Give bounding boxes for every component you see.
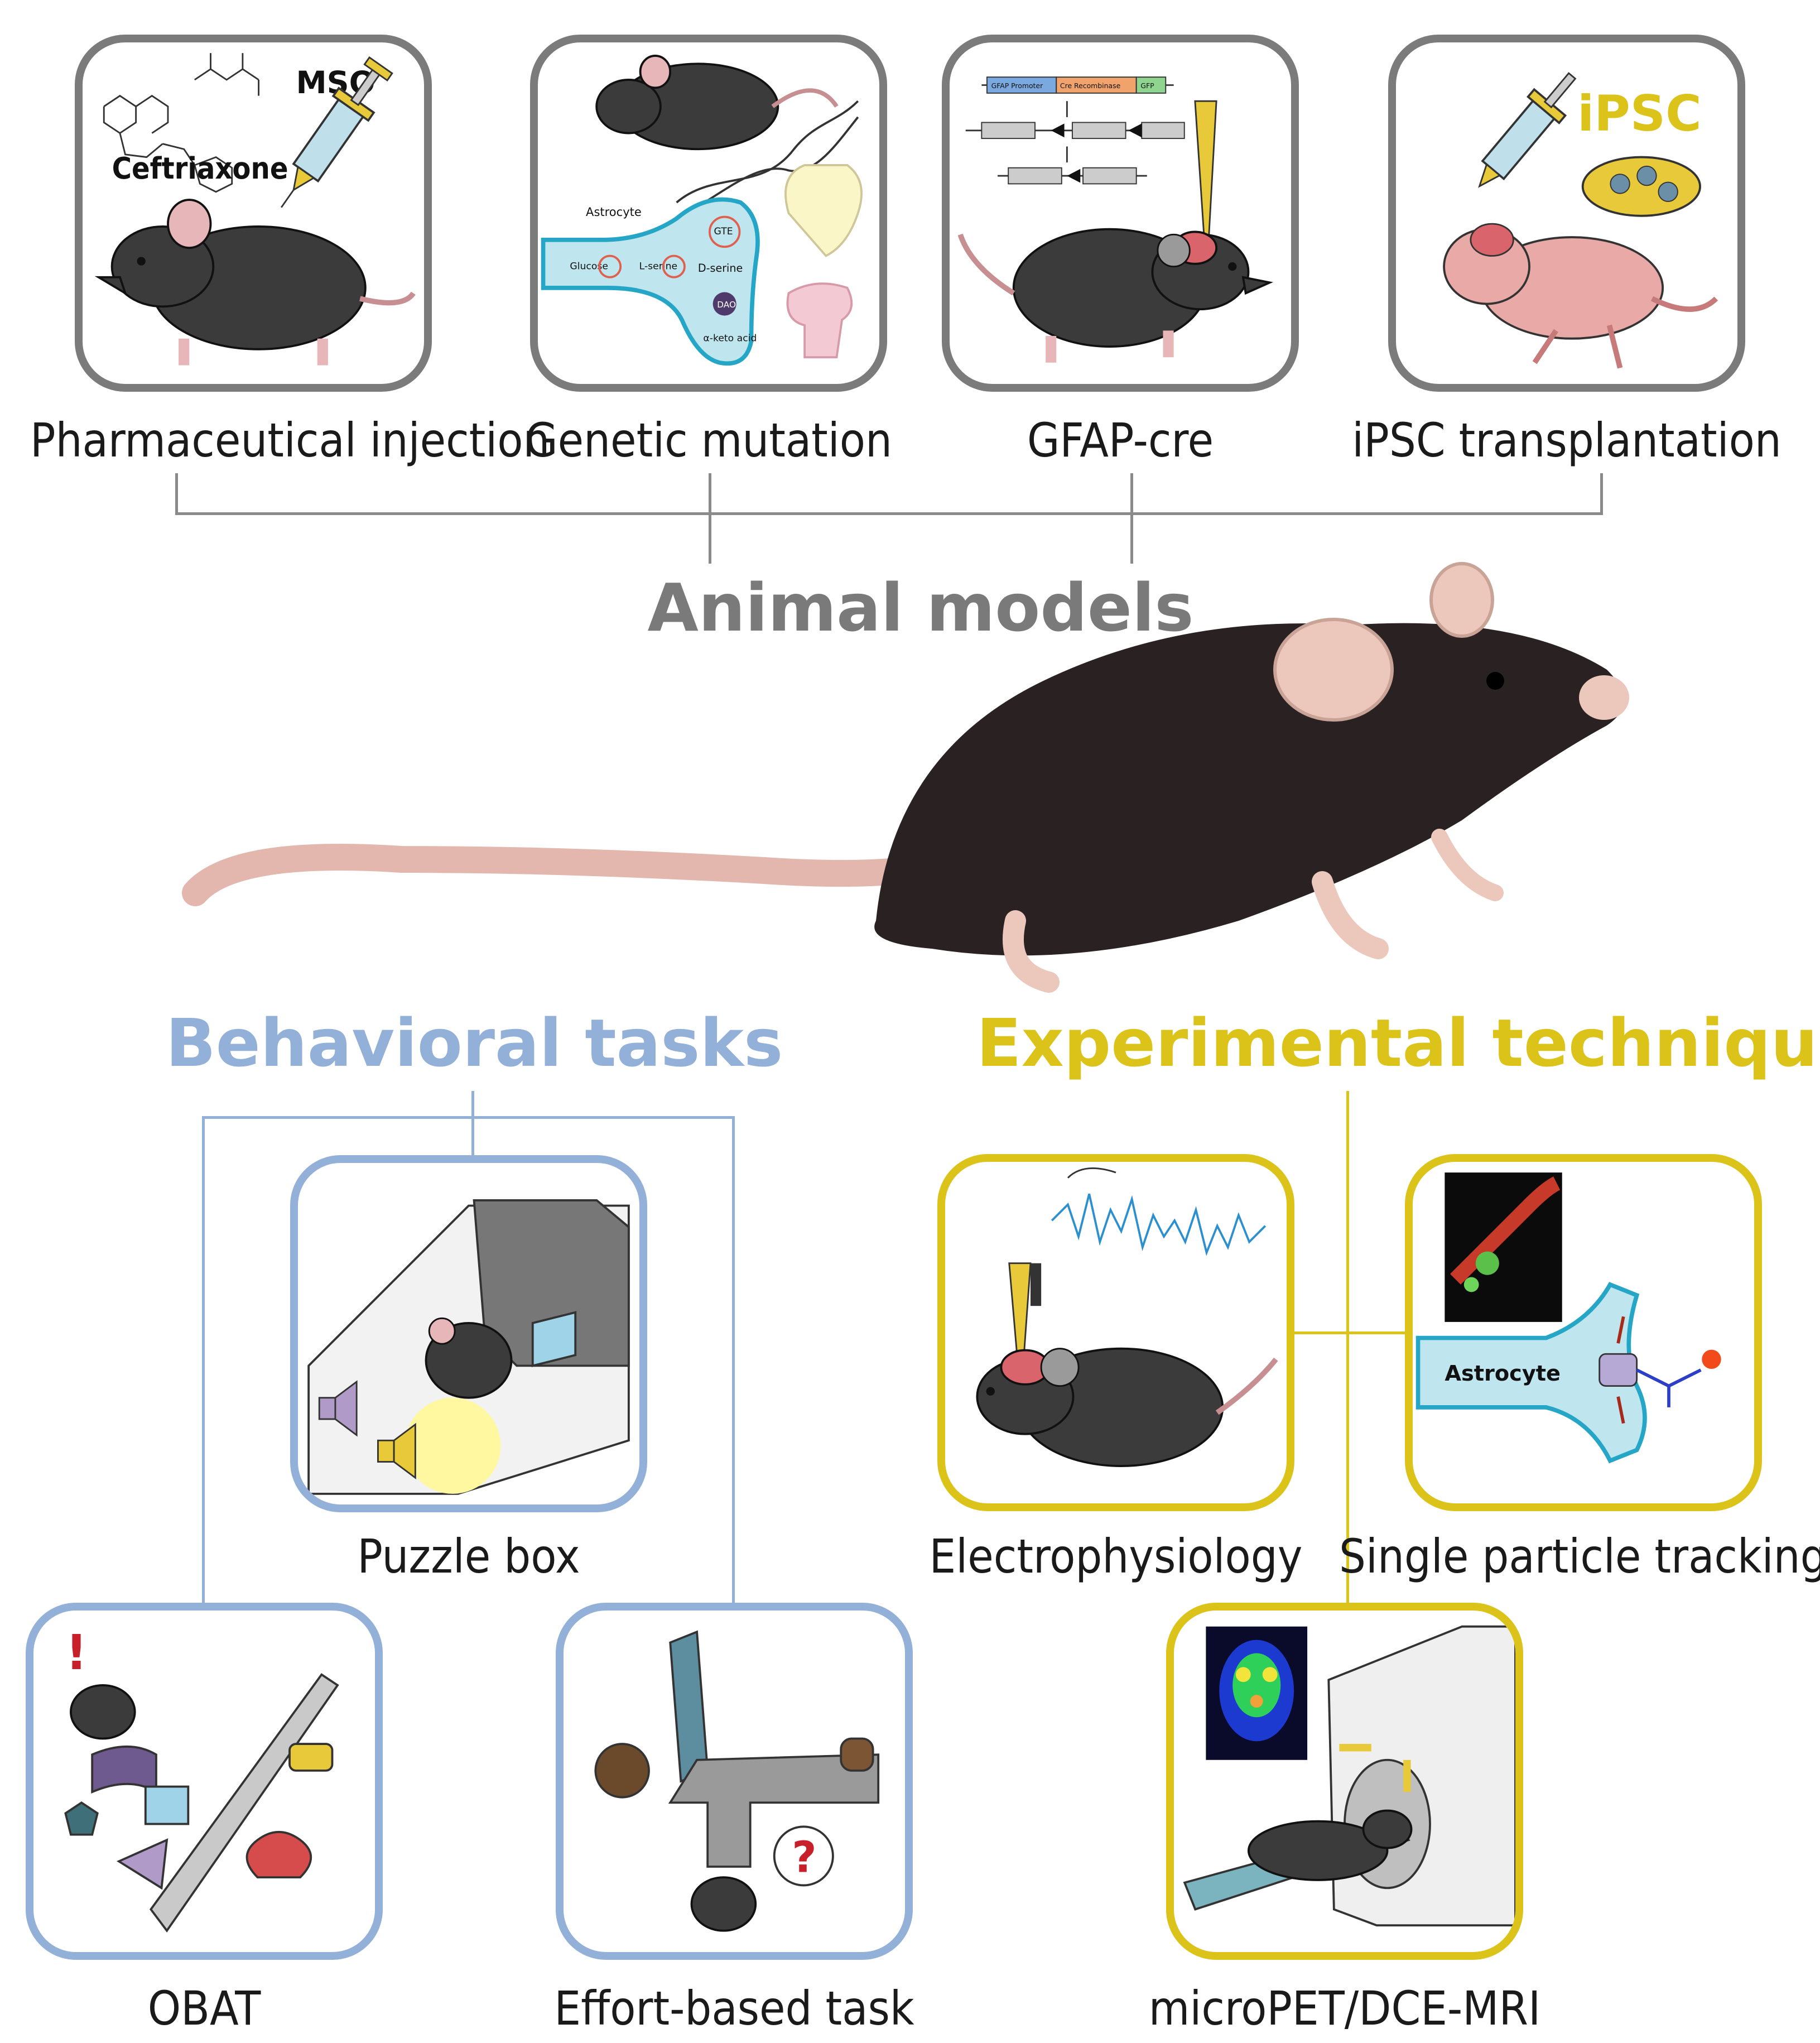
syringe-icon — [281, 56, 393, 208]
label-effort-based-task: Effort-based task — [554, 1981, 914, 2036]
label-electrophysiology: Electrophysiology — [929, 1529, 1303, 1584]
panel-effort-based-task: ? — [556, 1603, 913, 1960]
label-pharmaceutical-injection: Pharmaceutical injection — [30, 413, 550, 468]
ipsc-transplantation-illustration: iPSC — [1443, 72, 1718, 369]
ipsc-tag: iPSC — [1577, 85, 1702, 142]
label-single-particle-tracking: Single particle tracking — [1339, 1529, 1820, 1584]
astrocyte-shape — [541, 197, 760, 366]
dna-icon — [676, 100, 859, 220]
receptor-icon — [1598, 1353, 1638, 1387]
speaker-icon-yellow — [377, 1422, 416, 1480]
effort-based-task-illustration: ? — [594, 1630, 880, 1932]
bracket-animal-tick-3 — [1130, 473, 1133, 564]
label-micropet-dce-mri: microPET/DCE-MRI — [1148, 1981, 1541, 2036]
bracket-animal-tick-2 — [709, 473, 711, 564]
mouse-icon — [976, 1347, 1278, 1467]
central-mouse-illustration — [182, 562, 1629, 993]
dao-label: DAO — [717, 300, 736, 310]
gene-label: GTE — [714, 226, 733, 237]
scanner-icon — [1327, 1625, 1515, 1927]
svg-text:?: ? — [792, 1833, 816, 1883]
bracket-techniques-stem — [1346, 1091, 1349, 1604]
bracket-animal-tick-1 — [175, 473, 178, 513]
bracket-techniques-cross — [1293, 1331, 1405, 1334]
label-ipsc-transplantation: iPSC transplantation — [1352, 413, 1782, 468]
bracket-behavior-stem — [471, 1091, 474, 1158]
panel-obat: ! — [26, 1603, 383, 1960]
l-serine-label: L-serine — [639, 261, 677, 272]
label-gfap-cre: GFAP-cre — [1027, 413, 1214, 468]
panel-electrophysiology — [937, 1154, 1294, 1511]
bracket-behavior-left — [202, 1116, 205, 1606]
mouse-icon — [957, 228, 1274, 363]
astrocyte-label: Astrocyte — [586, 205, 642, 219]
barrier-wall — [149, 1673, 339, 1933]
bracket-behavior-right — [732, 1116, 735, 1606]
panel-single-particle-tracking: Astrocyte — [1405, 1154, 1762, 1511]
panel-ipsc-transplantation: iPSC — [1388, 35, 1745, 392]
pharmaceutical-injection-illustration: MSO Ceftriaxone — [94, 53, 416, 366]
obat-illustration: ! — [64, 1625, 339, 1933]
heading-experimental-techniques: Experimental techniques — [976, 1004, 1820, 1081]
d-serine-label: D-serine — [698, 262, 743, 275]
food-pellet-icon — [594, 1743, 650, 1799]
gfp-label: GFP — [1140, 81, 1154, 90]
bracket-animal-tick-4 — [1600, 473, 1603, 513]
panel-pharmaceutical-injection: MSO Ceftriaxone — [75, 35, 432, 392]
petri-dish-icon — [1581, 156, 1701, 217]
glucose-label: Glucose — [570, 261, 608, 272]
astrocyte-label: Astrocyte — [1445, 1361, 1561, 1386]
label-obat: OBAT — [147, 1981, 261, 2036]
gfap-cre-illustration: GFAP Promoter Cre Recombinase GFP — [957, 76, 1274, 363]
speaker-icon-purple — [318, 1380, 358, 1437]
drug-label-ceftriaxone: Ceftriaxone — [112, 151, 288, 186]
single-particle-tracking-illustration: Astrocyte — [1415, 1172, 1721, 1464]
panel-genetic-mutation: Astrocyte Glucose L-serine D-serine GTE … — [530, 35, 887, 392]
heading-behavioral-tasks: Behavioral tasks — [165, 1004, 783, 1081]
electrophysiology-illustration — [976, 1167, 1278, 1467]
gfap-promoter-label: GFAP Promoter — [991, 81, 1043, 90]
genetic-mutation-illustration: Astrocyte Glucose L-serine D-serine GTE … — [541, 54, 863, 366]
micropet-dce-mri-illustration — [1183, 1625, 1515, 1927]
panel-micropet-dce-mri — [1166, 1603, 1523, 1960]
cre-recombinase-label: Cre Recombinase — [1060, 81, 1120, 90]
mouse-icon — [94, 199, 416, 366]
signal-trace — [1051, 1193, 1267, 1256]
panel-gfap-cre: GFAP Promoter Cre Recombinase GFP — [942, 35, 1299, 392]
mouse-icon — [595, 54, 839, 151]
astrocyte-shape — [1415, 1282, 1647, 1464]
t-maze — [668, 1753, 880, 1868]
heading-animal-models: Animal models — [647, 569, 1194, 646]
panel-puzzle-box — [290, 1155, 647, 1512]
label-genetic-mutation: Genetic mutation — [525, 413, 892, 468]
label-puzzle-box: Puzzle box — [357, 1529, 580, 1584]
puzzle-box-illustration — [307, 1199, 630, 1495]
mouse-pup-icon — [1443, 223, 1718, 369]
bracket-behavior-bar — [202, 1116, 735, 1119]
syringe-icon — [1478, 72, 1577, 188]
keto-acid-label: α-keto acid — [703, 333, 757, 344]
svg-text:!: ! — [65, 1625, 87, 1681]
bracket-animal-bar — [175, 512, 1603, 515]
